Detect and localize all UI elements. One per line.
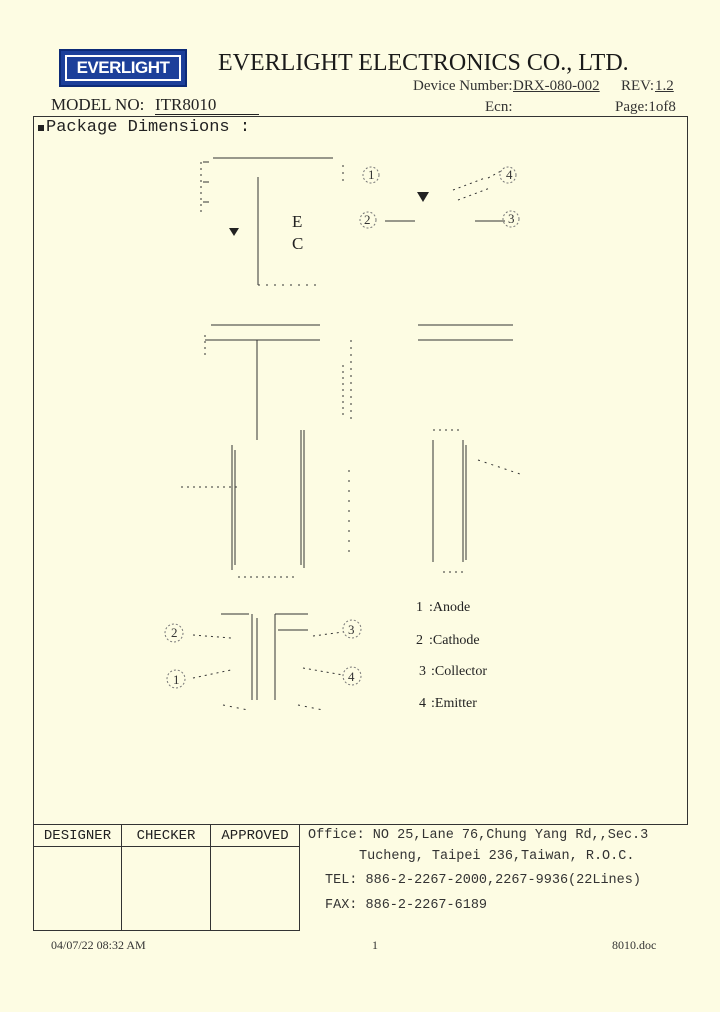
pin-1-legend: 1 :Anode: [416, 600, 470, 616]
office-address-line2: Tucheng, Taipei 236,Taiwan, R.O.C.: [359, 849, 635, 864]
device-number-label: Device Number:: [413, 78, 513, 94]
signoff-table: DESIGNER CHECKER APPROVED: [33, 825, 300, 931]
svg-text:2: 2: [364, 212, 371, 227]
svg-text:3: 3: [508, 211, 515, 226]
svg-text:4: 4: [506, 167, 513, 182]
rev-label: REV:: [621, 78, 655, 94]
pin-2-label: :Cathode: [429, 633, 480, 648]
checker-header: CHECKER: [122, 825, 211, 847]
collector-mark-label: C: [292, 234, 304, 253]
designer-header: DESIGNER: [34, 825, 122, 847]
checker-cell: [122, 847, 211, 930]
page-label: Page:1of8: [615, 99, 676, 115]
emitter-mark-label: E: [292, 212, 303, 231]
section-title: Package Dimensions :: [46, 118, 251, 137]
everlight-logo: EVERLIGHT: [59, 49, 187, 87]
pin-4-label: :Emitter: [431, 696, 477, 711]
pin-3-number: 3: [419, 664, 426, 679]
svg-text:1: 1: [173, 672, 180, 687]
svg-text:1: 1: [368, 167, 375, 182]
pin-3-label: :Collector: [431, 664, 487, 679]
pin-2-legend: 2 :Cathode: [416, 633, 480, 649]
model-label: MODEL NO:: [51, 95, 145, 114]
pin-2-number: 2: [416, 633, 423, 648]
office-phone: TEL: 886-2-2267-2000,2267-9936(22Lines): [325, 873, 641, 888]
pin-4-legend: 4 :Emitter: [419, 696, 477, 712]
pin-1-number: 1: [416, 600, 423, 615]
office-fax: FAX: 886-2-2267-6189: [325, 898, 488, 913]
pin-3-legend: 3 :Collector: [419, 664, 487, 680]
bullet-icon: [38, 125, 44, 131]
office-address-line1: Office: NO 25,Lane 76,Chung Yang Rd,,Sec…: [308, 828, 649, 843]
approved-header: APPROVED: [211, 825, 299, 847]
svg-text:4: 4: [348, 669, 355, 684]
pin-4-number: 4: [419, 696, 426, 711]
logo-text: EVERLIGHT: [65, 55, 181, 81]
led-symbol-icon: [417, 192, 429, 202]
package-drawing: 1 4 2 3 2 3 1 4: [164, 157, 524, 711]
company-name: EVERLIGHT ELECTRONICS CO., LTD.: [218, 50, 629, 76]
drawing-frame: [33, 116, 688, 825]
svg-text:2: 2: [171, 625, 178, 640]
footer-page-number: 1: [372, 938, 378, 952]
footer-date: 04/07/22 08:32 AM: [51, 938, 146, 952]
model-value: ITR8010: [155, 95, 259, 115]
pin-1-label: :Anode: [429, 600, 471, 615]
svg-text:3: 3: [348, 622, 355, 637]
rev-value: 1.2: [655, 78, 674, 94]
ecn-label: Ecn:: [485, 99, 513, 115]
device-number-value: DRX-080-002: [513, 78, 600, 94]
diode-symbol-icon: [229, 228, 239, 236]
designer-cell: [34, 847, 122, 930]
footer-filename: 8010.doc: [612, 938, 657, 952]
